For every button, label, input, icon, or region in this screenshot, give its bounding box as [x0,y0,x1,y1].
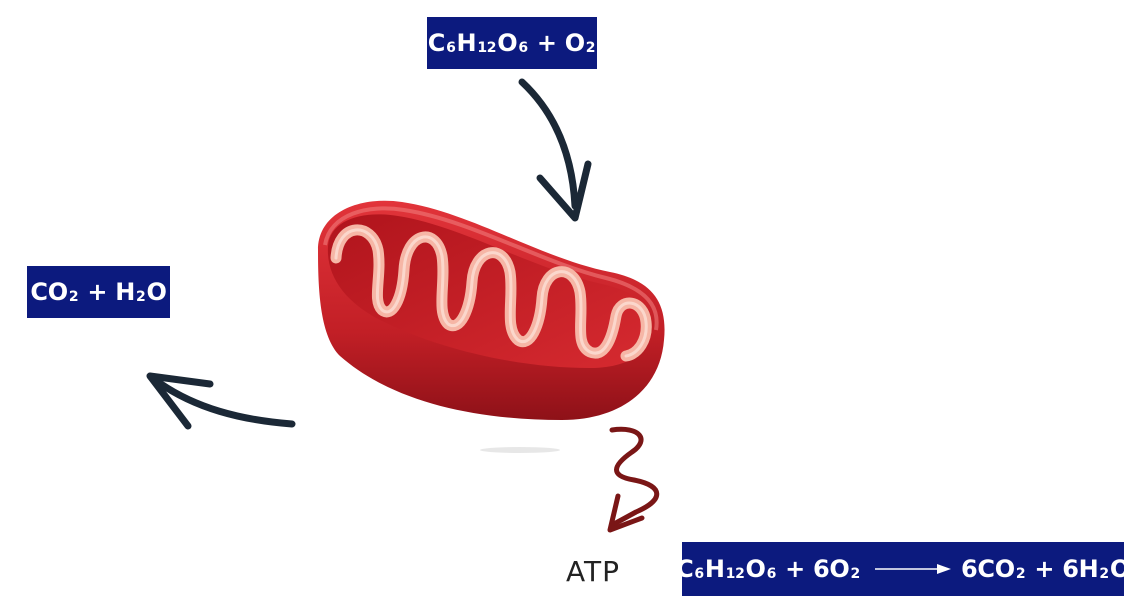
eq-o-subscript: 6 [766,566,777,582]
product-h: H [115,278,136,306]
product-h-subscript: 2 [136,289,146,305]
product-co: CO [30,278,68,306]
eq-o-end: O [1109,555,1130,583]
eq-plus-1: + [777,555,814,583]
reactant-plus: + [528,29,565,57]
eq-co2-subscript: 2 [1015,566,1026,582]
product-o: O [146,278,167,306]
eq-o2: 6O [813,555,850,583]
eq-h2-subscript: 2 [1099,566,1109,582]
curved-arrow-left-icon [146,372,296,430]
squiggle-arrow-icon [607,426,660,533]
reaction-arrow-icon [874,562,951,576]
eq-plus-2: + [1026,555,1063,583]
eq-o2-subscript: 2 [850,566,861,582]
reactant-c: C [427,29,446,57]
reactant-h: H [456,29,477,57]
atp-label: ATP [566,555,620,588]
eq-h2: 6H [1062,555,1099,583]
eq-h-subscript: 12 [725,566,745,582]
eq-c-subscript: 6 [694,566,704,582]
eq-c: C [676,555,694,583]
eq-co2: 6CO [960,555,1015,583]
reactant-o2-subscript: 2 [585,40,596,56]
curved-arrow-down-icon [518,78,592,222]
product-plus: + [79,278,116,306]
mitochondrion-icon [318,200,665,453]
eq-o: O [745,555,766,583]
product-co-subscript: 2 [68,289,79,305]
reactant-o-subscript: 6 [518,40,528,56]
reactant-c-subscript: 6 [446,40,456,56]
reactant-o2: O [564,29,585,57]
reactant-h-subscript: 12 [477,40,497,56]
reactant-o: O [497,29,518,57]
eq-h: H [704,555,725,583]
